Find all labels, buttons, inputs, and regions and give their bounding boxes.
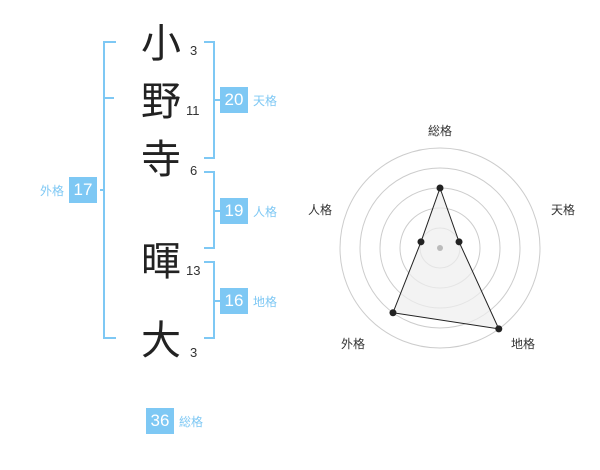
chikaku-badge: 16 地格 bbox=[220, 288, 277, 314]
soukaku-value: 36 bbox=[146, 408, 174, 434]
chikaku-label: 地格 bbox=[253, 294, 278, 309]
name-char-3: 寺 bbox=[141, 137, 181, 183]
radar-value-polygon bbox=[392, 186, 500, 330]
radar-point-3 bbox=[495, 325, 503, 333]
jinkaku-label: 人格 bbox=[253, 204, 278, 219]
name-char-2: 野 bbox=[141, 79, 181, 125]
name-char-1: 小 bbox=[141, 21, 181, 67]
stroke-count-2: 11 bbox=[186, 103, 200, 118]
name-char-4: 暉 bbox=[141, 239, 181, 285]
soukaku-label: 総格 bbox=[179, 414, 204, 429]
radar-center-dot bbox=[437, 245, 443, 251]
tenkaku-badge: 20 天格 bbox=[220, 87, 277, 113]
stroke-count-1: 3 bbox=[190, 43, 198, 58]
radar-axis-label-chikaku: 地格 bbox=[511, 337, 536, 351]
radar-grid-ring-5 bbox=[339, 147, 541, 349]
gaikaku-value: 17 bbox=[69, 177, 98, 203]
radar-grid-ring-4 bbox=[359, 167, 521, 329]
radar-point-1 bbox=[436, 184, 444, 192]
stroke-count-4: 13 bbox=[186, 263, 201, 278]
soukaku-badge: 36 総格 bbox=[146, 408, 203, 434]
stroke-count-3: 6 bbox=[190, 163, 198, 178]
radar-point-2 bbox=[455, 238, 463, 246]
radar-axis-label-gaikaku: 外格 bbox=[341, 337, 366, 351]
jinkaku-value: 19 bbox=[220, 198, 248, 224]
stroke-count-5: 3 bbox=[190, 345, 198, 360]
gaikaku-label: 外格 bbox=[40, 183, 65, 198]
name-char-5: 大 bbox=[141, 318, 181, 364]
radar-axis-label-tenkaku: 天格 bbox=[551, 203, 576, 217]
tenkaku-value: 20 bbox=[220, 87, 248, 113]
radar-point-4 bbox=[389, 309, 397, 317]
radar-point-5 bbox=[417, 238, 425, 246]
radar-axis-label-soukaku: 総格 bbox=[428, 124, 453, 138]
gaikaku-badge: 外格 17 bbox=[40, 177, 98, 203]
radar-axis-label-jinkaku: 人格 bbox=[308, 203, 333, 217]
tenkaku-label: 天格 bbox=[253, 93, 278, 108]
jinkaku-badge: 19 人格 bbox=[220, 198, 277, 224]
chikaku-value: 16 bbox=[220, 288, 248, 314]
